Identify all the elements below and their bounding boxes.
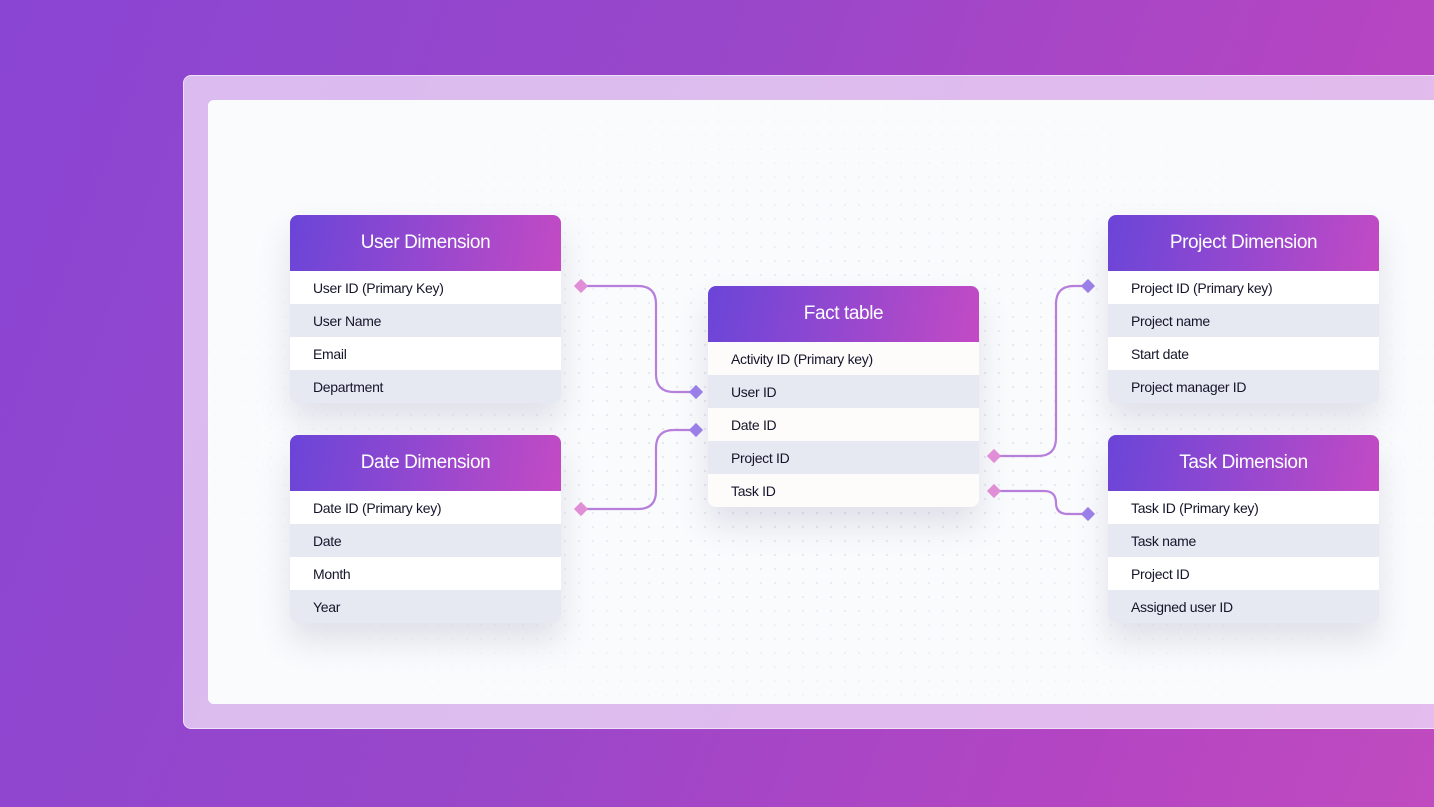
table-row: Date	[290, 524, 561, 557]
table-row: Assigned user ID	[1108, 590, 1379, 623]
table-row: Email	[290, 337, 561, 370]
table-row: User ID	[708, 375, 979, 408]
table-header: Project Dimension	[1108, 215, 1379, 271]
project-dimension-table[interactable]: Project Dimension Project ID (Primary ke…	[1108, 215, 1379, 403]
table-row: Activity ID (Primary key)	[708, 342, 979, 375]
table-header: Task Dimension	[1108, 435, 1379, 491]
table-row: Start date	[1108, 337, 1379, 370]
table-row: User Name	[290, 304, 561, 337]
table-row: Project ID (Primary key)	[1108, 271, 1379, 304]
user-dimension-table[interactable]: User Dimension User ID (Primary Key) Use…	[290, 215, 561, 403]
table-row: Project manager ID	[1108, 370, 1379, 403]
table-row: Task name	[1108, 524, 1379, 557]
table-header: Date Dimension	[290, 435, 561, 491]
table-row: Project ID	[1108, 557, 1379, 590]
table-header: User Dimension	[290, 215, 561, 271]
table-row: Year	[290, 590, 561, 623]
table-row: User ID (Primary Key)	[290, 271, 561, 304]
table-header: Fact table	[708, 286, 979, 342]
table-row: Month	[290, 557, 561, 590]
fact-table[interactable]: Fact table Activity ID (Primary key) Use…	[708, 286, 979, 507]
table-row: Date ID	[708, 408, 979, 441]
table-row: Date ID (Primary key)	[290, 491, 561, 524]
table-row: Task ID	[708, 474, 979, 507]
table-row: Project ID	[708, 441, 979, 474]
table-row: Task ID (Primary key)	[1108, 491, 1379, 524]
table-row: Project name	[1108, 304, 1379, 337]
table-row: Department	[290, 370, 561, 403]
task-dimension-table[interactable]: Task Dimension Task ID (Primary key) Tas…	[1108, 435, 1379, 623]
date-dimension-table[interactable]: Date Dimension Date ID (Primary key) Dat…	[290, 435, 561, 623]
